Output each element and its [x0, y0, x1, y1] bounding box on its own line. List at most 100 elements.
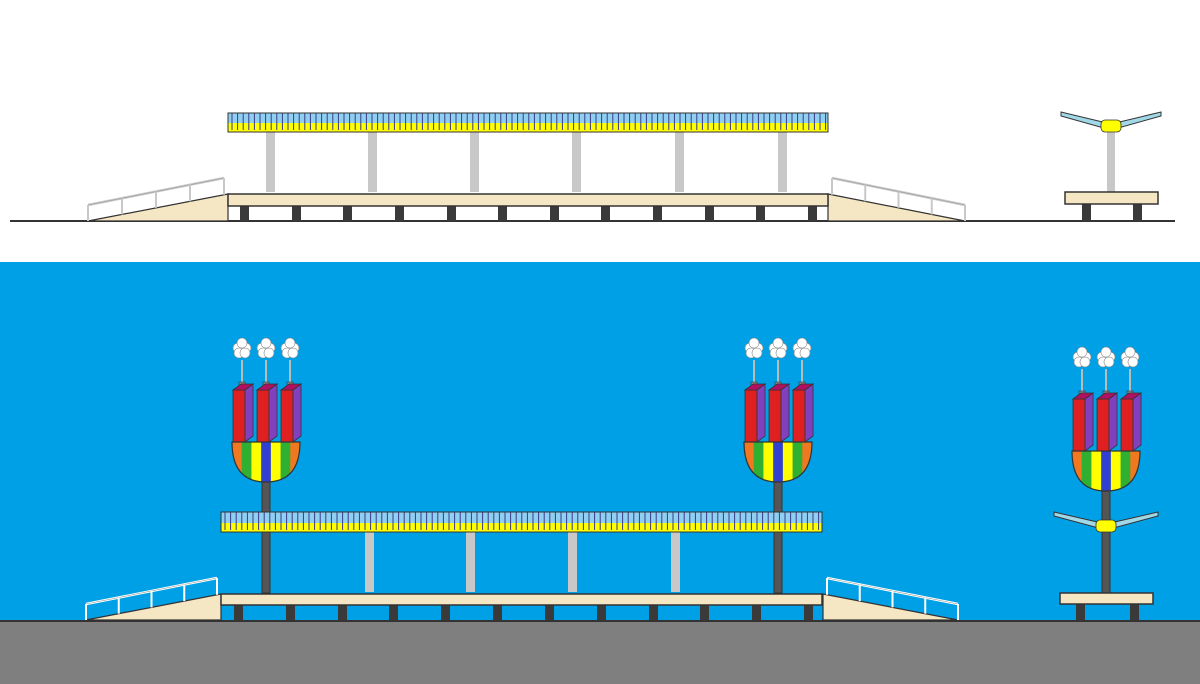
- v-wing-canopy: [1053, 511, 1159, 533]
- sky-background: [0, 262, 1200, 622]
- lamp-body-side: [244, 383, 254, 443]
- canopy-column: [778, 132, 787, 192]
- flood-light-lobe: [1079, 356, 1091, 368]
- bowl-stripe: [1101, 451, 1112, 491]
- bowl-stripe: [744, 442, 755, 482]
- flood-light-lobe: [772, 337, 784, 349]
- bowl-stripe: [1120, 451, 1131, 491]
- bowl-outline: [231, 441, 301, 483]
- platform-canopy: [227, 112, 829, 133]
- light-tower: [231, 337, 303, 594]
- wing-hub: [1100, 119, 1122, 133]
- canopy-column: [568, 532, 577, 592]
- access-ramp: [85, 576, 222, 621]
- bowl-stripe: [1091, 451, 1102, 491]
- canopy-column: [368, 132, 377, 192]
- platform-pier: [343, 206, 352, 221]
- platform-pier: [601, 206, 610, 221]
- bowl-outline: [743, 441, 813, 483]
- flood-light-head: [280, 337, 300, 359]
- platform-pier: [292, 206, 301, 221]
- flood-light-lobe: [796, 337, 808, 349]
- bowl-stripe: [782, 442, 794, 482]
- bowl-stripe: [261, 442, 272, 482]
- lamp-body-side: [1108, 392, 1118, 452]
- lamp-body-top: [231, 383, 255, 391]
- light-tower: [743, 337, 815, 594]
- flood-light-lobe: [1124, 346, 1136, 358]
- flood-light-lobe: [799, 347, 811, 359]
- flood-light-head: [1072, 346, 1092, 368]
- canopy-column: [572, 132, 581, 192]
- canopy-column: [671, 532, 680, 592]
- canopy-column: [675, 132, 684, 192]
- lamp-body-top: [743, 383, 767, 391]
- bowl-stripes: [232, 442, 300, 482]
- platform-pier: [395, 206, 404, 221]
- ground-area: [0, 621, 1200, 684]
- platform-pier: [498, 206, 507, 221]
- platform-pier: [653, 206, 662, 221]
- bowl-stripe: [270, 442, 282, 482]
- platform-pier: [1082, 204, 1091, 221]
- flood-light-head: [256, 337, 276, 359]
- platform-pier: [1076, 604, 1085, 620]
- bowl-stripe: [232, 442, 243, 482]
- lamp-body-front: [256, 389, 270, 443]
- platform-deck-group: [227, 193, 829, 221]
- bowl-stripe: [280, 442, 291, 482]
- bowl-stripe: [1081, 451, 1092, 491]
- flood-light-lobe: [1100, 346, 1112, 358]
- flood-light-lobe: [1076, 346, 1088, 358]
- bowl-outline: [1071, 450, 1141, 492]
- light-tower: [1071, 346, 1143, 594]
- platform-pier: [441, 605, 450, 620]
- flood-light-lobe: [287, 347, 299, 359]
- flood-light-lobe: [284, 337, 296, 349]
- lamp-body-top: [1095, 392, 1119, 400]
- platform-deck-group: [1064, 191, 1159, 221]
- flood-light-head: [744, 337, 764, 359]
- lamp-body-side: [780, 383, 790, 443]
- flood-light-lobe: [236, 337, 248, 349]
- bowl-stripe: [802, 442, 812, 482]
- flood-light-head: [792, 337, 812, 359]
- access-ramp: [822, 576, 959, 621]
- canopy-outline: [227, 112, 829, 133]
- flood-light-lobe: [1127, 356, 1139, 368]
- platform-pier: [1133, 204, 1142, 221]
- lamp-body-side: [292, 383, 302, 443]
- platform-deck: [220, 593, 823, 606]
- flood-light-head: [1096, 346, 1116, 368]
- bowl-stripes: [744, 442, 812, 482]
- bowl-stripe: [773, 442, 784, 482]
- flood-light-lobe: [775, 347, 787, 359]
- wing-hub: [1095, 519, 1117, 533]
- lamp-body-top: [1071, 392, 1095, 400]
- lamp-body-top: [1119, 392, 1143, 400]
- flood-light-head: [768, 337, 788, 359]
- platform-pier: [1130, 604, 1139, 620]
- bowl-stripe: [290, 442, 300, 482]
- access-ramp: [87, 176, 229, 222]
- lamp-body-front: [1096, 398, 1110, 452]
- light-tower-pole: [1101, 486, 1111, 594]
- flood-light-lobe: [263, 347, 275, 359]
- bowl-stripe: [251, 442, 262, 482]
- bowl-stripe: [241, 442, 252, 482]
- flood-light-head: [232, 337, 252, 359]
- platform-pier: [705, 206, 714, 221]
- platform-deck: [1059, 592, 1154, 605]
- bottom-elevation-panel: [0, 262, 1200, 684]
- bowl-stripe: [763, 442, 774, 482]
- canopy-column: [466, 532, 475, 592]
- bowl-stripes: [1072, 451, 1140, 491]
- platform-pier: [700, 605, 709, 620]
- lamp-body-side: [1132, 392, 1142, 452]
- canopy-column: [365, 532, 374, 592]
- canopy-fascia: [228, 123, 828, 132]
- lamp-body-side: [268, 383, 278, 443]
- bowl-stripe: [1072, 451, 1083, 491]
- platform-pier: [808, 206, 817, 221]
